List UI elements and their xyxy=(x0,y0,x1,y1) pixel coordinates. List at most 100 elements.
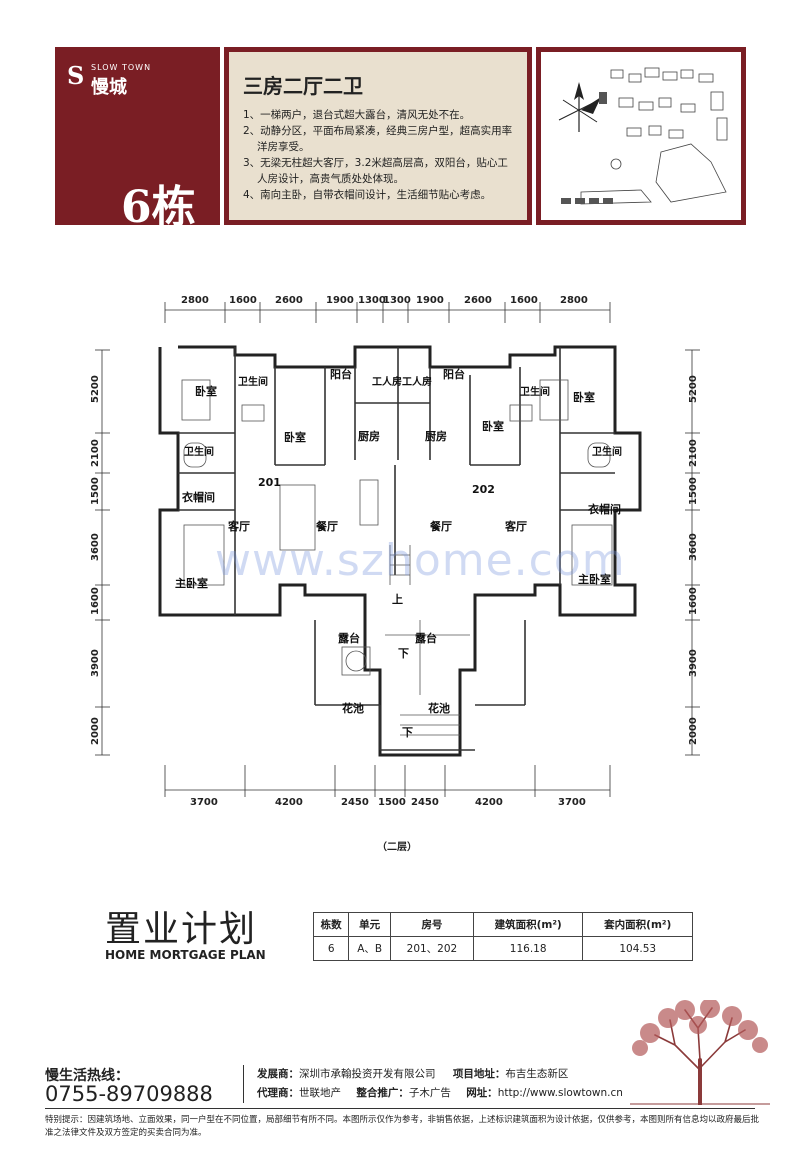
dim-label: 1500 xyxy=(688,477,699,505)
room-bedroom: 卧室 xyxy=(482,419,504,433)
dim-label: 2100 xyxy=(688,439,699,467)
logo-english: SLOW TOWN xyxy=(91,63,152,72)
room-closet: 衣帽间 xyxy=(588,502,621,516)
room-dining: 餐厅 xyxy=(315,519,338,533)
logo-mark: S xyxy=(67,61,85,90)
room-bedroom: 卧室 xyxy=(284,430,306,444)
dim-label: 5200 xyxy=(90,375,101,403)
dim-label: 3900 xyxy=(688,649,699,677)
table-header: 房号 xyxy=(389,912,474,937)
dimension-lines xyxy=(95,302,700,797)
dim-label: 2600 xyxy=(275,295,303,306)
room-master: 主卧室 xyxy=(578,572,611,586)
unit-number-201: 201 xyxy=(258,476,281,489)
site-label: 网址： xyxy=(466,1087,498,1099)
exterior-walls xyxy=(158,345,642,757)
room-dining: 餐厅 xyxy=(429,519,452,533)
dim-label: 2100 xyxy=(90,439,101,467)
feature-line: 人房设计，高贵气质处处体现。 xyxy=(257,173,404,185)
dim-label: 1600 xyxy=(90,587,101,615)
feature-line: 3、无梁无柱超大客厅，3.2米超高层高，双阳台，贴心工 xyxy=(243,157,508,169)
table-cell: 104.53 xyxy=(582,936,693,961)
room-living: 客厅 xyxy=(504,519,527,533)
floor-label: （二层） xyxy=(377,842,417,853)
site-plan-panel xyxy=(536,47,746,225)
dim-label: 2800 xyxy=(181,295,209,306)
room-servant: 工人房 xyxy=(402,375,432,388)
top-dimensions: 2800 1600 2600 1900 1300 1300 1900 2600 … xyxy=(181,295,588,306)
address-value: 布吉生态新区 xyxy=(505,1068,569,1080)
dim-label: 3700 xyxy=(558,797,586,808)
logo-chinese: 慢城 xyxy=(91,77,127,98)
room-bathroom: 卫生间 xyxy=(520,385,550,398)
building-panel: S SLOW TOWN 慢城 6栋 xyxy=(55,47,220,233)
table-header: 建筑面积(m²) xyxy=(472,912,584,937)
dim-label: 1600 xyxy=(229,295,257,306)
room-closet: 衣帽间 xyxy=(182,490,215,504)
room-kitchen: 厨房 xyxy=(358,429,380,443)
room-bathroom: 卫生间 xyxy=(184,445,214,458)
dim-label: 1600 xyxy=(510,295,538,306)
room-terrace: 露台 xyxy=(338,631,360,645)
dim-label: 4200 xyxy=(275,797,303,808)
room-bathroom: 卫生间 xyxy=(238,375,268,388)
dim-label: 1300 xyxy=(358,295,386,306)
feature-line: 洋房享受。 xyxy=(257,141,310,153)
watermark: www.szhome.com xyxy=(215,535,626,586)
dim-label: 2000 xyxy=(90,717,101,745)
dim-label: 1500 xyxy=(90,477,101,505)
dim-label: 1300 xyxy=(383,295,411,306)
north-arrow-icon xyxy=(558,82,601,132)
footer-divider xyxy=(45,1108,755,1109)
unit-type-title: 三房二厅二卫 xyxy=(243,74,363,98)
interior-walls xyxy=(178,347,615,751)
dim-label: 1500 xyxy=(378,797,406,808)
room-planter: 花池 xyxy=(428,701,450,715)
dim-label: 2450 xyxy=(341,797,369,808)
table-row: 6 A、B 201、202 116.18 104.53 xyxy=(312,936,693,961)
stair-down: 下 xyxy=(402,726,413,739)
right-dimensions: 5200 2100 1500 3600 1600 3900 2000 xyxy=(688,375,699,745)
room-labels: 卧室 卫生间 阳台 工人房 工人房 阳台 卫生间 卧室 卧室 厨房 厨房 卧室 … xyxy=(175,367,622,739)
dim-label: 1900 xyxy=(416,295,444,306)
promo-name: 子木广告 xyxy=(408,1087,451,1099)
table-header-row: 栋数 单元 房号 建筑面积(m²) 套内面积(m²) xyxy=(312,912,693,937)
dim-label: 5200 xyxy=(688,375,699,403)
disclaimer-text: 特别提示：因建筑场地、立面效果，同一户型在不同位置，局部细节有所不同。本图所示仅… xyxy=(45,1115,760,1138)
features-panel: 三房二厅二卫 1、一梯两户，退台式超大露台，清风无处不在。 2、动静分区，平面布… xyxy=(224,47,532,225)
stair-down: 下 xyxy=(398,647,409,660)
room-terrace: 露台 xyxy=(415,631,437,645)
table-header: 套内面积(m²) xyxy=(582,912,693,937)
table-cell: 116.18 xyxy=(472,936,584,961)
dim-label: 2600 xyxy=(464,295,492,306)
dim-label: 1600 xyxy=(688,587,699,615)
site-buildings xyxy=(580,67,728,205)
dim-label: 2800 xyxy=(560,295,588,306)
agent-name: 世联地产 xyxy=(299,1087,341,1099)
stair-up: 上 xyxy=(392,592,403,606)
address-label: 项目地址： xyxy=(452,1068,506,1080)
room-balcony: 阳台 xyxy=(330,367,352,381)
divider xyxy=(243,1065,244,1103)
site-url[interactable]: http://www.slowtown.cn xyxy=(497,1087,623,1099)
agent-label: 代理商： xyxy=(257,1087,299,1099)
dim-label: 3600 xyxy=(688,533,699,561)
tree-icon xyxy=(630,1000,770,1105)
table-cell: 201、202 xyxy=(389,936,474,961)
area-table: 栋数 单元 房号 建筑面积(m²) 套内面积(m²) 6 A、B 201、202… xyxy=(312,912,693,961)
feature-line: 1、一梯两户，退台式超大露台，清风无处不在。 xyxy=(243,109,471,121)
hotline-label: 慢生活热线： xyxy=(45,1068,129,1084)
dim-label: 3600 xyxy=(90,533,101,561)
hotline-number: 0755-89709888 xyxy=(45,1082,213,1106)
mortgage-subtitle: HOME MORTGAGE PLAN xyxy=(105,948,266,962)
room-master: 主卧室 xyxy=(175,576,208,590)
bottom-dimensions: 3700 4200 2450 1500 2450 4200 3700 xyxy=(190,797,586,808)
room-servant: 工人房 xyxy=(372,375,402,388)
fixtures xyxy=(181,379,613,736)
dim-label: 3900 xyxy=(90,649,101,677)
developer-name: 深圳市承翰投资开发有限公司 xyxy=(299,1068,436,1080)
dim-label: 2450 xyxy=(411,797,439,808)
dim-label: 4200 xyxy=(475,797,503,808)
table-header: 栋数 xyxy=(312,912,350,937)
